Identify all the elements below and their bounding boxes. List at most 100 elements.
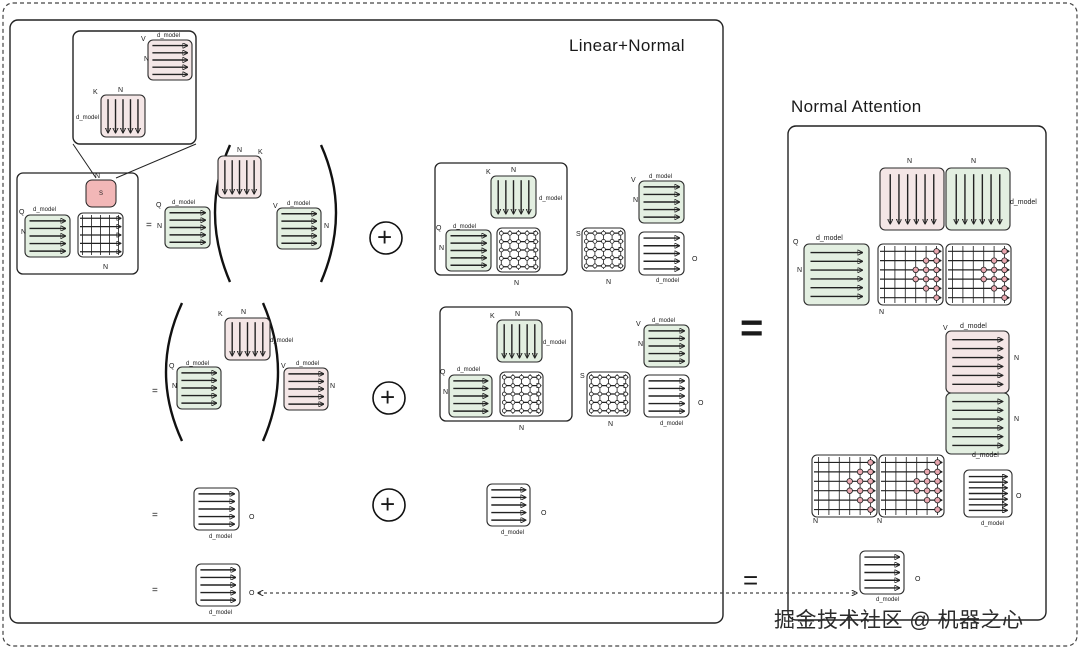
group-box-row2 [439, 306, 573, 422]
label-q: Q [793, 239, 799, 246]
label-n: N [21, 229, 27, 236]
label-n: N [971, 158, 977, 165]
s-cell [85, 179, 117, 208]
equals-sign: = [152, 510, 158, 521]
matrix-v-callout [147, 39, 193, 81]
label-v: V [631, 177, 636, 184]
label-s: S [99, 191, 104, 197]
label-n: N [118, 87, 124, 94]
label-n: N [514, 280, 520, 287]
label-n: N [439, 245, 445, 252]
watermark-text: 掘金技术社区 @ 机器之心 [774, 609, 1024, 632]
label-d-model: d_model [157, 33, 181, 39]
equals-sign: = [152, 386, 158, 397]
matrix-v-row1 [276, 207, 322, 250]
matrix-o-row3-left [193, 487, 240, 531]
label-n: N [103, 264, 109, 271]
label-o: O [249, 590, 255, 597]
linear-normal-panel [9, 19, 724, 624]
title-normal-attention: Normal Attention [791, 97, 922, 116]
label-n: N [608, 421, 614, 428]
matrix-s-row2 [586, 371, 631, 417]
label-d-model: d_model [501, 530, 525, 536]
label-n: N [797, 267, 803, 274]
plus-sign: + [380, 382, 396, 412]
group-box-row1 [434, 162, 568, 276]
plus-circle-3 [372, 488, 406, 522]
label-n: N [330, 383, 336, 390]
label-s: S [580, 373, 585, 380]
label-d-model: d_model [296, 361, 320, 367]
matrix-q-row1-group [445, 229, 492, 272]
label-k: K [490, 313, 495, 320]
label-n: N [157, 223, 163, 230]
label-q: Q [436, 225, 442, 232]
label-d-model: d_model [543, 340, 567, 346]
label-o: O [915, 576, 921, 583]
label-d-model: d_model [972, 452, 999, 459]
label-n: N [1014, 355, 1020, 362]
label-d-model: d_model [1010, 199, 1037, 206]
matrix-o-row2 [643, 374, 690, 418]
matrix-k-row2-group [496, 319, 543, 363]
label-n: N [879, 309, 885, 316]
label-q: Q [156, 202, 162, 209]
label-n: N [907, 158, 913, 165]
matrix-o-final [859, 550, 905, 595]
label-d-model: d_model [453, 224, 477, 230]
label-d-model: d_model [660, 421, 684, 427]
matrix-k-attn-1 [879, 167, 945, 231]
plus-sign: + [380, 489, 396, 519]
label-d-model: d_model [652, 318, 676, 324]
label-n: N [1014, 416, 1020, 423]
label-d-model: d_model [876, 597, 900, 603]
label-n: N [172, 383, 178, 390]
label-d-model: d_model [457, 367, 481, 373]
paren-right-1 [319, 144, 338, 283]
matrix-k-callout [100, 94, 146, 138]
label-o: O [249, 514, 255, 521]
matrix-o-row1 [638, 231, 685, 276]
matrix-v-attn-2 [945, 392, 1010, 455]
label-d-model: d_model [76, 115, 100, 121]
paren-left-2 [164, 302, 184, 442]
matrix-o-attn [963, 469, 1013, 518]
label-s: S [576, 231, 581, 238]
matrix-q-row2-group [448, 374, 493, 418]
label-n: N [877, 518, 883, 525]
zoom-line-right [115, 143, 197, 179]
matrix-q-sbox [24, 214, 71, 258]
label-d-model: d_model [172, 200, 196, 206]
label-k: K [486, 169, 491, 176]
matrix-v-row1-right [638, 180, 685, 224]
label-v: V [273, 203, 278, 210]
plus-sign: + [377, 222, 393, 252]
label-n: N [511, 167, 517, 174]
matrix-v-row2-right [643, 324, 690, 368]
paren-right-2 [261, 302, 280, 442]
matrix-o-row3-right [486, 483, 531, 527]
label-d-model: d_model [816, 235, 843, 242]
label-d-model: d_model [209, 610, 233, 616]
label-n: N [515, 311, 521, 318]
label-d-model: d_model [539, 196, 563, 202]
zoom-line-left [72, 143, 97, 179]
matrix-grid-attn-1 [877, 243, 944, 306]
matrix-v-row2 [283, 367, 329, 411]
label-k: K [218, 311, 223, 318]
label-d-model: d_model [649, 174, 673, 180]
matrix-grid-attn-2 [945, 243, 1012, 306]
label-n: N [237, 147, 243, 154]
label-q: Q [169, 363, 175, 370]
matrix-s-row1 [581, 227, 626, 272]
matrix-v-attn-1 [945, 330, 1010, 394]
big-equals-sign: = [740, 306, 764, 350]
matrix-k-row1 [217, 155, 262, 199]
label-n: N [633, 197, 639, 204]
label-d-model: d_model [209, 534, 233, 540]
matrix-q-row1 [164, 206, 211, 249]
matrix-k-row2 [224, 317, 271, 361]
matrix-grid-attn-3 [811, 454, 878, 518]
